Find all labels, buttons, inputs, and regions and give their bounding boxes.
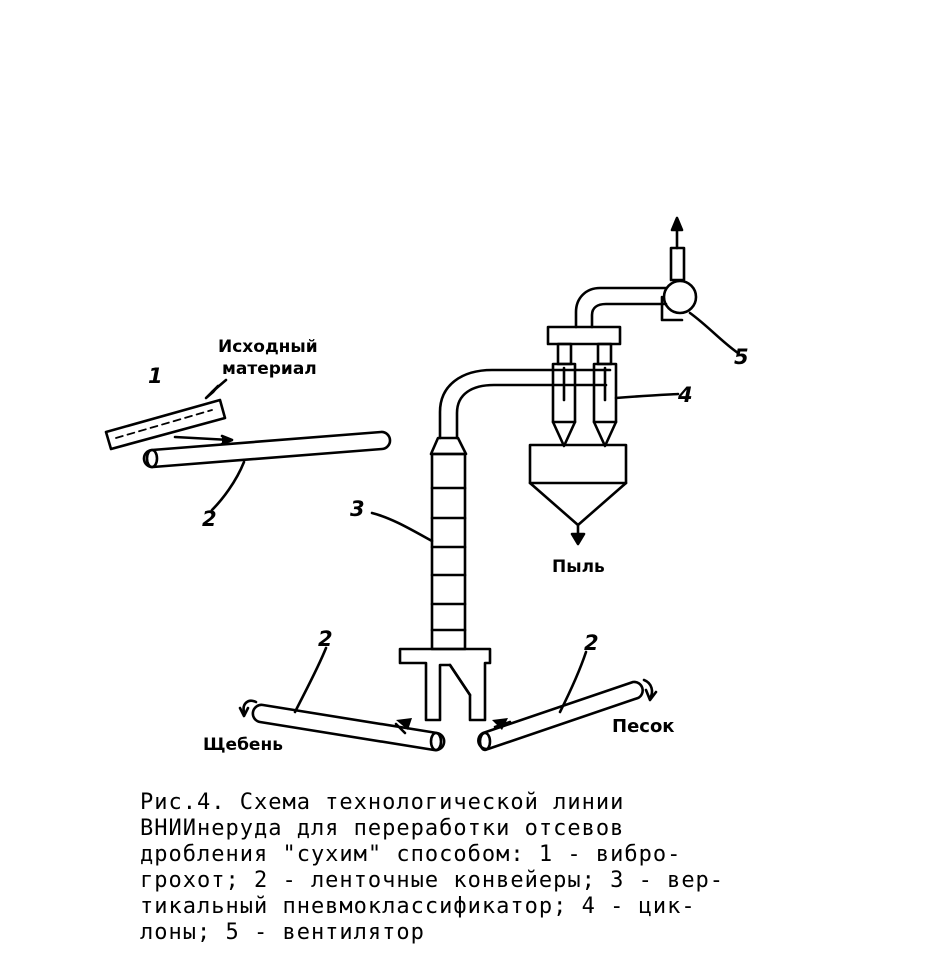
leader-2-upper — [210, 460, 246, 512]
caption-line: дробления "сухим" способом: 1 - вибро- — [140, 842, 682, 867]
fan — [660, 216, 698, 322]
air-duct — [438, 368, 612, 440]
input-label-line1: Исходный — [218, 337, 318, 357]
leader-2-right — [558, 650, 588, 714]
lower-right-belt-conveyor — [477, 678, 658, 752]
lower-left-belt-conveyor — [238, 699, 446, 752]
caption-line: Рис.4. Схема технологической линии — [140, 790, 625, 815]
pneumoclassifier-column — [398, 436, 492, 722]
fan-duct — [574, 286, 668, 329]
label-2-upper: 2 — [202, 507, 217, 531]
cyclones — [546, 325, 622, 448]
label-4: 4 — [677, 383, 693, 407]
input-label-line2: материал — [222, 359, 317, 379]
leader-5 — [688, 311, 740, 355]
label-2-left: 2 — [318, 627, 333, 651]
discharge-arrow-left — [396, 718, 412, 730]
caption-line: грохот; 2 - ленточные конвейеры; 3 - вер… — [140, 868, 725, 893]
label-5: 5 — [734, 345, 749, 369]
vibrating-screen — [104, 398, 234, 451]
leader-2-left — [293, 646, 328, 714]
dust-bin — [528, 443, 628, 546]
leader-3 — [370, 511, 434, 543]
crushed-stone-label: Щебень — [203, 735, 283, 755]
leader-4 — [614, 392, 680, 400]
upper-belt-conveyor — [142, 430, 392, 469]
caption-line: лоны; 5 - вентилятор — [140, 920, 425, 945]
label-1: 1 — [148, 364, 163, 388]
sand-label: Песок — [612, 716, 675, 737]
caption-line: тикальный пневмоклассификатор; 4 - цик- — [140, 894, 696, 919]
dust-label: Пыль — [552, 557, 605, 577]
feed-arrow — [204, 378, 228, 400]
label-2-right: 2 — [584, 631, 599, 655]
discharge-arrow-right — [492, 718, 508, 730]
label-3: 3 — [350, 497, 365, 521]
figure-caption: Рис.4. Схема технологической линии ВНИИн… — [140, 790, 820, 946]
caption-line: ВНИИнеруда для переработки отсевов — [140, 816, 625, 841]
